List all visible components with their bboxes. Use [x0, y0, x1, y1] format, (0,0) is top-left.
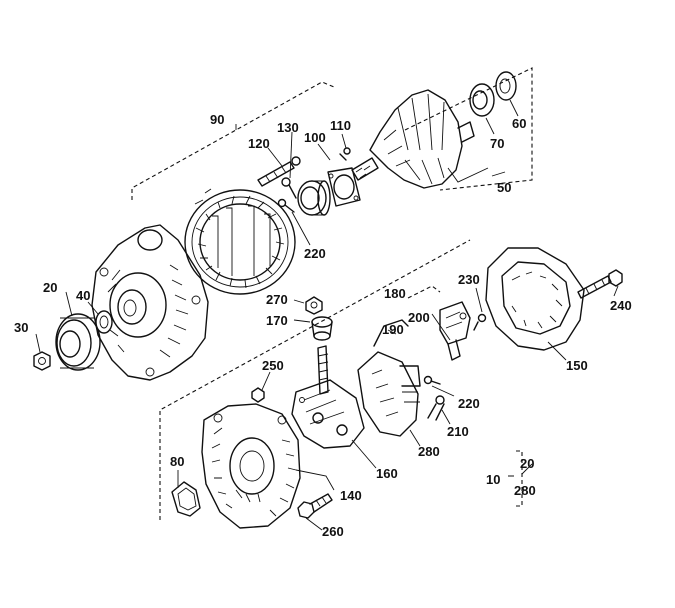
label-190: 190: [382, 322, 404, 337]
label-170: 170: [266, 313, 288, 328]
label-250: 250: [262, 358, 284, 373]
label-20: 20: [43, 280, 57, 295]
drive-end-housing: [91, 224, 209, 381]
label-20-legend: 20: [520, 456, 534, 471]
label-130: 130: [277, 120, 299, 135]
label-100: 100: [304, 130, 326, 145]
retainer-screw: [317, 133, 351, 161]
label-60: 60: [512, 116, 526, 131]
label-10-legend: 10: [486, 472, 500, 487]
brush-screw: [427, 395, 451, 425]
label-220-upper: 220: [304, 246, 326, 261]
label-leaders: [35, 124, 533, 477]
terminal-nut: [293, 296, 323, 315]
regulator-screw: [423, 375, 455, 397]
housing-bolt: [251, 371, 271, 403]
label-260: 260: [322, 524, 344, 539]
label-150: 150: [566, 358, 588, 373]
label-110: 110: [330, 118, 351, 133]
label-30: 30: [14, 320, 28, 335]
label-270: 270: [266, 292, 288, 307]
voltage-regulator: [357, 351, 421, 447]
label-240: 240: [610, 298, 632, 313]
group-boundary-lines: [131, 67, 533, 520]
cover-bolt: [577, 269, 623, 299]
bearing-retainer-plate: [327, 167, 361, 207]
label-280: 280: [418, 444, 440, 459]
holder-screw: [473, 287, 487, 331]
rectifier-assembly: [291, 345, 377, 469]
spacer-ring: [95, 310, 113, 334]
label-90: 90: [210, 112, 224, 127]
label-200: 200: [408, 310, 430, 325]
stud-bolt: [257, 147, 301, 187]
terminal-insulator: [293, 316, 333, 341]
label-70: 70: [490, 136, 504, 151]
label-140: 140: [340, 488, 362, 503]
label-120: 120: [248, 136, 270, 151]
part-labels: 90 120 130 100 110 60 70 50 220 20 40 30…: [14, 112, 632, 539]
label-40: 40: [76, 288, 90, 303]
label-230: 230: [458, 272, 480, 287]
label-280-legend: 280: [514, 483, 536, 498]
rotor: [351, 89, 489, 189]
rear-cover: [485, 247, 585, 361]
stator-screw: [277, 198, 311, 246]
stator: [184, 188, 296, 295]
pulley-nut: [33, 351, 51, 371]
pulley: [55, 313, 101, 371]
rear-bearing: [469, 83, 495, 135]
brush-holder: [407, 285, 471, 361]
gasket: [171, 470, 201, 517]
slip-ring-end-housing: [201, 403, 335, 529]
label-50: 50: [497, 180, 511, 195]
bearing-cap: [495, 71, 519, 117]
label-210: 210: [447, 424, 469, 439]
small-bolt: [281, 131, 297, 199]
label-160: 160: [376, 466, 398, 481]
mounting-bolt: [297, 493, 333, 531]
label-180: 180: [384, 286, 406, 301]
label-220-lower: 220: [458, 396, 480, 411]
front-bearing: [297, 180, 331, 216]
terminal-lead: [373, 319, 409, 347]
label-80: 80: [170, 454, 184, 469]
